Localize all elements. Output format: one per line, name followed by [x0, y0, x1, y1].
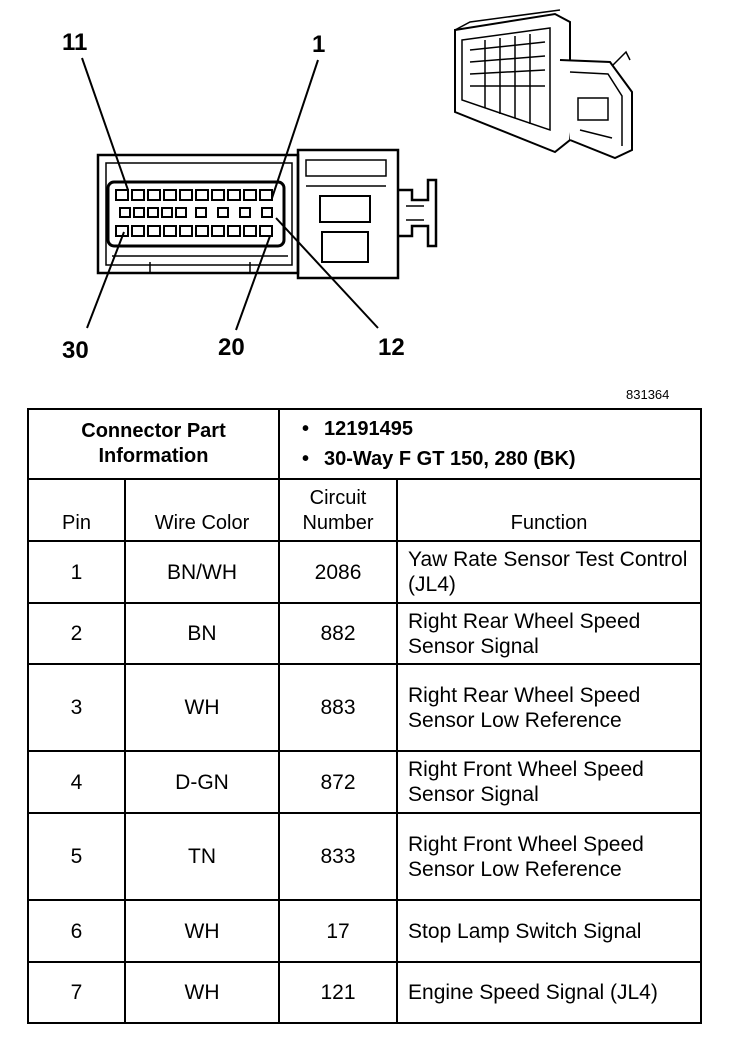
pin-label-11: 11: [62, 29, 87, 56]
connector-info-label: Connector Part Information: [26, 408, 281, 480]
header-wire-color: Wire Color: [123, 478, 281, 542]
table-row: 5 TN 833 Right Front Wheel Speed Sensor …: [27, 812, 703, 901]
connector-diagram: 11 1 30 20 12: [62, 9, 633, 364]
function-cell: Stop Lamp Switch Signal: [396, 899, 703, 963]
table-row: 6 WH 17 Stop Lamp Switch Signal: [27, 899, 703, 963]
function-cell: Right Rear Wheel Speed Sensor Signal: [396, 602, 703, 665]
pin-label-20: 20: [218, 334, 245, 361]
header-pin: Pin: [27, 478, 126, 542]
function-cell: Right Rear Wheel Speed Sensor Low Refere…: [396, 663, 703, 752]
wire-color-cell: WH: [123, 899, 281, 963]
table-row: 1 BN/WH 2086 Yaw Rate Sensor Test Contro…: [27, 540, 703, 604]
circuit-cell: 17: [278, 899, 399, 963]
connector-face: [96, 148, 438, 280]
pin-label-1: 1: [312, 31, 325, 58]
wire-color-cell: WH: [123, 961, 281, 1024]
figure-id: 831364: [626, 387, 670, 402]
wire-color-cell: TN: [123, 812, 281, 901]
wire-color-cell: WH: [123, 663, 281, 752]
pin-label-12: 12: [378, 334, 405, 361]
pin-cell: 4: [27, 750, 126, 814]
pin-cell: 3: [27, 663, 126, 752]
leader-lines: [81, 57, 379, 331]
pin-cell: 6: [27, 899, 126, 963]
pin-cell: 2: [27, 602, 126, 665]
circuit-cell: 872: [278, 750, 399, 814]
connector-3d-view: [454, 9, 633, 160]
function-cell: Right Front Wheel Speed Sensor Signal: [396, 750, 703, 814]
function-cell: Yaw Rate Sensor Test Control (JL4): [396, 540, 703, 604]
table-row: 7 WH 121 Engine Speed Signal (JL4): [27, 961, 703, 1024]
wire-color-cell: D-GN: [123, 750, 281, 814]
wire-color-cell: BN: [123, 602, 281, 665]
connector-info-item: •12191495: [302, 418, 413, 440]
connector-info-item: •30-Way F GT 150, 280 (BK): [302, 448, 576, 470]
circuit-cell: 883: [278, 663, 399, 752]
connector-table: Connector Part Information •12191495 •30…: [26, 408, 703, 1024]
header-circuit-number: Circuit Number: [278, 478, 399, 542]
table-row: 2 BN 882 Right Rear Wheel Speed Sensor S…: [27, 602, 703, 665]
circuit-cell: 121: [278, 961, 399, 1024]
table-row: 3 WH 883 Right Rear Wheel Speed Sensor L…: [27, 663, 703, 752]
connector-info-row: Connector Part Information •12191495 •30…: [26, 408, 703, 480]
pin-cell: 5: [27, 812, 126, 901]
connector-info-list: •12191495 •30-Way F GT 150, 280 (BK): [278, 408, 703, 480]
function-cell: Engine Speed Signal (JL4): [396, 961, 703, 1024]
circuit-cell: 833: [278, 812, 399, 901]
pin-cell: 1: [27, 540, 126, 604]
header-row: Pin Wire Color Circuit Number Function: [27, 478, 703, 542]
circuit-cell: 2086: [278, 540, 399, 604]
wire-color-cell: BN/WH: [123, 540, 281, 604]
circuit-cell: 882: [278, 602, 399, 665]
table-row: 4 D-GN 872 Right Front Wheel Speed Senso…: [27, 750, 703, 814]
function-cell: Right Front Wheel Speed Sensor Low Refer…: [396, 812, 703, 901]
pin-cell: 7: [27, 961, 126, 1024]
pin-label-30: 30: [62, 337, 89, 364]
header-function: Function: [396, 478, 703, 542]
